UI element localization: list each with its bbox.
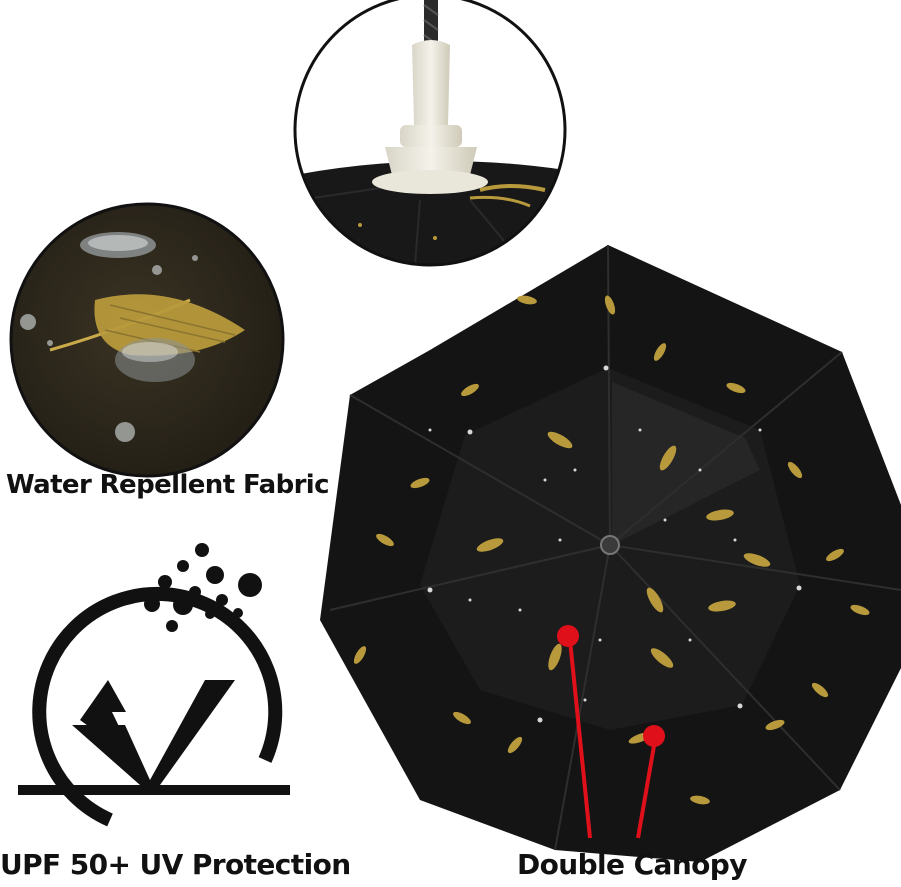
red-dot-marker <box>557 625 665 839</box>
double-canopy-caption: Double Canopy <box>517 848 748 881</box>
uv-protection-caption: UPF 50+ UV Protection <box>0 848 351 881</box>
water-repellent-caption: Water Repellent Fabric <box>6 470 330 500</box>
sun-shield-check-icon <box>18 543 290 827</box>
umbrella-canopy-image <box>320 244 901 862</box>
fabric-detail-image <box>11 204 283 476</box>
